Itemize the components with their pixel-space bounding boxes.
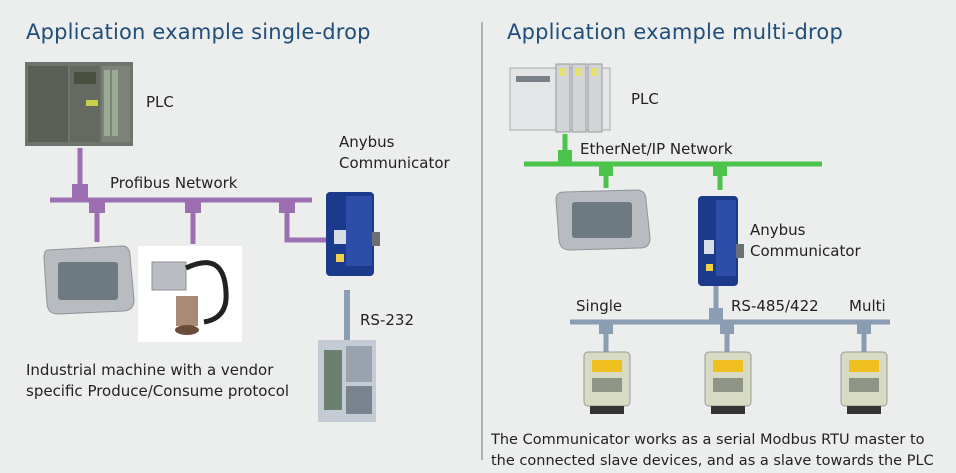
- bus-connector: [599, 322, 613, 334]
- rs232-label: RS-232: [360, 311, 414, 329]
- ethernet-network-label: EtherNet/IP Network: [580, 140, 733, 158]
- bus-connector: [709, 308, 723, 322]
- ethernet-connector: [599, 164, 613, 176]
- right-communicator-label-line1: Anybus: [750, 221, 806, 239]
- profibus-connector: [89, 200, 105, 213]
- profibus-network-label: Profibus Network: [110, 174, 238, 192]
- slave-device-2-image: [704, 351, 752, 414]
- bus-label-single: Single: [576, 297, 623, 315]
- profibus-connector: [279, 200, 295, 213]
- right-plc-image: [509, 63, 611, 133]
- left-caption-line2: specific Produce/Consume protocol: [26, 382, 290, 400]
- right-plc-label: PLC: [631, 90, 659, 108]
- left-panel-title: Application example single-drop: [26, 20, 371, 44]
- bus-label-rs485-422: RS-485/422: [731, 297, 819, 315]
- right-hmi-panel-image: [555, 189, 651, 251]
- slave-device-3-image: [840, 351, 888, 414]
- left-plc-image: [25, 62, 133, 146]
- ethernet-connector: [713, 164, 727, 176]
- profibus-connector: [72, 184, 88, 200]
- left-caption-line1: Industrial machine with a vendor: [26, 361, 274, 379]
- left-communicator-label-line1: Anybus: [339, 133, 395, 151]
- right-communicator-label-line2: Communicator: [750, 242, 861, 260]
- bus-connector: [857, 322, 871, 334]
- bus-connector: [720, 322, 734, 334]
- left-anybus-communicator-image: [326, 192, 380, 276]
- right-caption-line1: The Communicator works as a serial Modbu…: [491, 432, 925, 448]
- left-hmi-panel-image: [43, 245, 135, 315]
- right-caption-line2: the connected slave devices, and as a sl…: [491, 453, 934, 469]
- right-panel-title: Application example multi-drop: [507, 20, 844, 44]
- bus-label-multi: Multi: [849, 297, 886, 315]
- profibus-connector: [185, 200, 201, 213]
- left-plc-label: PLC: [146, 93, 174, 111]
- robot-machine-image: [138, 246, 242, 342]
- ethernet-connector: [558, 150, 572, 164]
- profibus-network: [50, 148, 330, 244]
- left-serial-device-image: [318, 340, 376, 422]
- left-communicator-label-line2: Communicator: [339, 154, 450, 172]
- rs485-bus: [570, 286, 890, 352]
- slave-device-1-image: [583, 351, 631, 414]
- right-anybus-communicator-image: [698, 196, 744, 286]
